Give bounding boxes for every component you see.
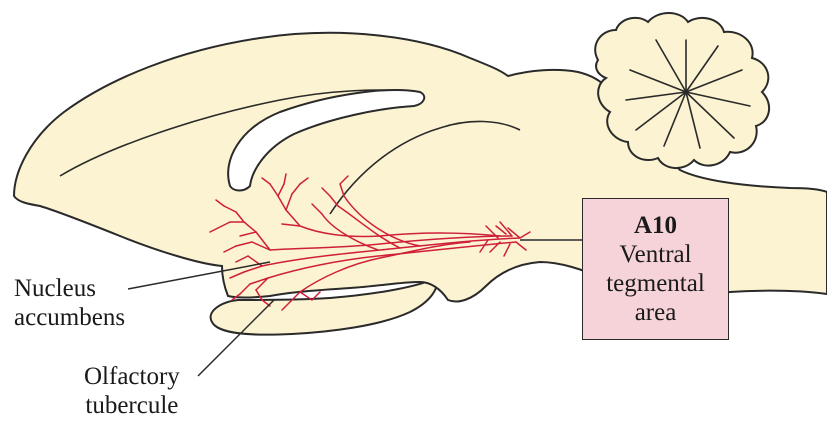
vta-name-line-3: area xyxy=(635,298,677,327)
olfactory-tubercule-line-1: Olfactory xyxy=(84,362,180,391)
nucleus-accumbens-label: Nucleus accumbens xyxy=(14,274,125,332)
nucleus-accumbens-line-2: accumbens xyxy=(14,303,125,332)
nucleus-accumbens-line-1: Nucleus xyxy=(14,274,125,303)
vta-name-line-1: Ventral xyxy=(619,240,691,269)
vta-name-line-2: tegmental xyxy=(606,269,705,298)
vta-code: A10 xyxy=(634,211,677,240)
vta-label-box: A10 Ventral tegmental area xyxy=(582,198,729,340)
olfactory-tubercule-line-2: tubercule xyxy=(84,391,180,420)
olfactory-tubercule-label: Olfactory tubercule xyxy=(84,362,180,420)
